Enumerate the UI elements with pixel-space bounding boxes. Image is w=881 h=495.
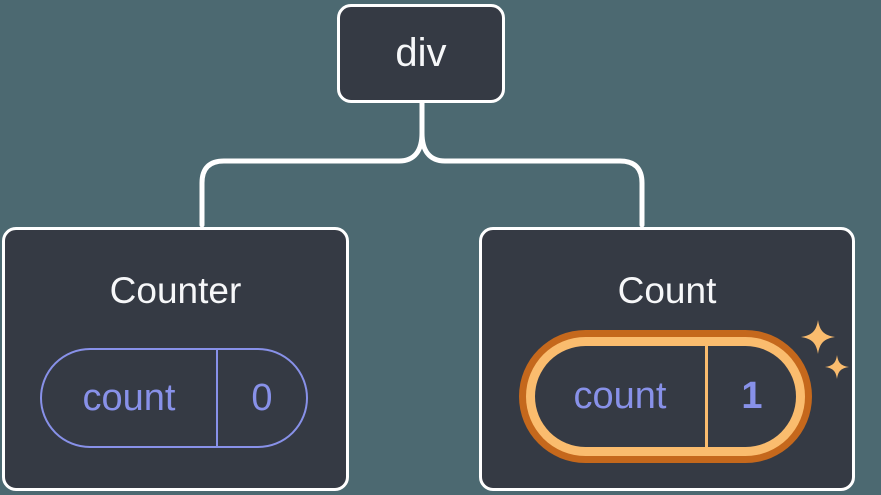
state-name: count (42, 350, 218, 446)
connector-left-branch (199, 130, 425, 228)
state-pill: count 1 (535, 346, 796, 447)
state-pill-highlight-ring: count 1 (526, 337, 805, 456)
sparkles-icon (801, 320, 849, 379)
state-pill-highlighted: count 1 (519, 330, 812, 463)
card-title: Count (617, 270, 717, 311)
state-value: 1 (741, 375, 763, 417)
connector-right-branch (419, 130, 645, 228)
component-card-count: Count count 1 (479, 227, 855, 491)
root-node-label: div (395, 31, 447, 75)
state-pill: count 0 (40, 348, 308, 448)
state-name: count (535, 346, 708, 447)
card-title: Counter (109, 270, 242, 311)
state-value: 0 (251, 376, 273, 419)
root-node: div (337, 4, 505, 103)
component-card-counter: Counter count 0 (2, 227, 349, 491)
